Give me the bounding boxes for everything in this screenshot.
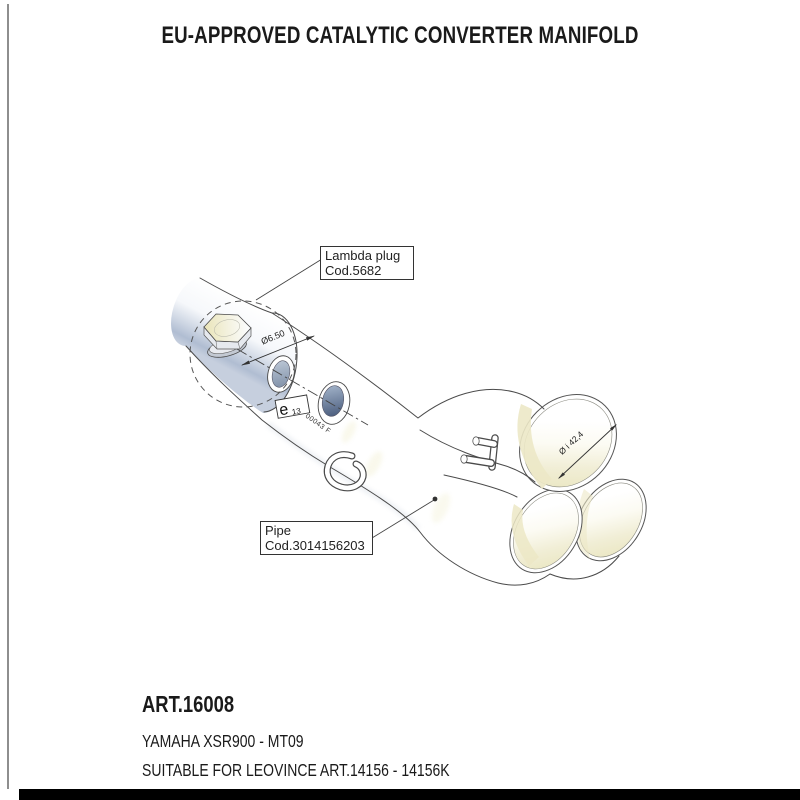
lower-rim-reflection-band (511, 504, 539, 566)
lambda-plug-callout-code: Cod.5682 (325, 263, 382, 278)
body-outlines (185, 277, 620, 586)
homologation-letter: e (278, 401, 290, 419)
pipe-callout: Pipe Cod.3014156203 (260, 521, 373, 555)
lambda-plug-callout-name: Lambda plug (325, 248, 401, 263)
mounting-bracket (460, 434, 499, 471)
lambda-boss-hole (267, 355, 295, 393)
article-number: ART.16008 (142, 691, 235, 717)
spring-hook (323, 451, 367, 492)
pipe-leader-dot (432, 496, 438, 502)
pipe-callout-code: Cod.3014156203 (265, 538, 365, 553)
footer-bar (19, 789, 800, 800)
pipe-callout-name: Pipe (265, 523, 292, 538)
outlet-pipe-lower (418, 474, 583, 583)
center-line (236, 348, 369, 426)
page-title: EU-APPROVED CATALYTIC CONVERTER MANIFOLD (161, 22, 639, 49)
left-margin-rule (7, 4, 9, 789)
outlet-pipe-top (417, 389, 617, 492)
homologation-mark: e 13 (274, 394, 311, 419)
lambda-plug-callout: Lambda plug Cod.5682 (320, 246, 414, 280)
detail-circle (189, 300, 297, 408)
pipe-leader-line (371, 499, 435, 539)
vehicle-model: YAMAHA XSR900 - MT09 (142, 731, 304, 751)
lambda-leader-line (255, 258, 323, 301)
top-rim-reflection-band (517, 404, 552, 489)
lambda-plug (203, 313, 252, 358)
compatibility-note: SUITABLE FOR LEOVINCE ART.14156 - 14156K (142, 760, 450, 780)
homologation-region: 13 (291, 406, 302, 417)
sensor-bung (317, 381, 351, 425)
